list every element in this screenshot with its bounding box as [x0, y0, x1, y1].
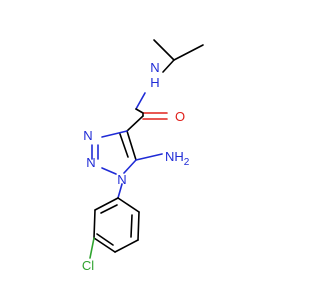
bond-carbonyl-c-half — [135, 108, 144, 114]
bond-ch-ch3-right — [173, 44, 204, 61]
bond-c-cl — [89, 237, 95, 259]
bond-carbonyl-ring — [126, 115, 144, 132]
amino-nh-text: NH — [165, 149, 184, 164]
carbonyl-oxygen-label: O — [175, 109, 185, 124]
amino-subscript: 2 — [184, 157, 190, 168]
triazole-n1-label: N — [117, 172, 126, 187]
bond-c5-nh2 — [135, 153, 163, 161]
bond-n1-c5 — [123, 159, 137, 174]
bond-n2-n1 — [101, 167, 117, 175]
bond-ph-4-inner — [96, 233, 114, 246]
bond-ph-1 — [117, 197, 140, 213]
bond-c4-c5 — [126, 130, 137, 161]
bond-n1-phenyl — [117, 183, 123, 199]
bond-c4-n3 — [101, 130, 128, 138]
bond-ph-2 — [137, 211, 140, 241]
amino-group-label: NH2 — [165, 149, 190, 168]
amide-hydrogen-label: H — [150, 75, 159, 90]
bond-c4-c5-inner — [119, 133, 129, 158]
bond-ph-6-inner — [100, 204, 118, 214]
bond-ch-n-amide — [162, 59, 175, 73]
bond-n-carbonyl — [135, 92, 146, 110]
triazole-n3-label: N — [83, 128, 92, 143]
bond-ph-4 — [93, 237, 116, 253]
amide-nitrogen-label: N — [150, 60, 159, 75]
chlorine-label: Cl — [82, 258, 94, 273]
bond-ch-ch3-left — [153, 39, 175, 61]
molecule-structure: N H O N N N NH2 Cl — [82, 39, 204, 273]
bond-ph-2-inner — [130, 214, 133, 238]
bond-ph-6 — [94, 197, 119, 211]
bond-ph-3 — [114, 239, 139, 253]
bond-ph-5 — [93, 209, 96, 239]
triazole-n2-label: N — [86, 155, 95, 170]
